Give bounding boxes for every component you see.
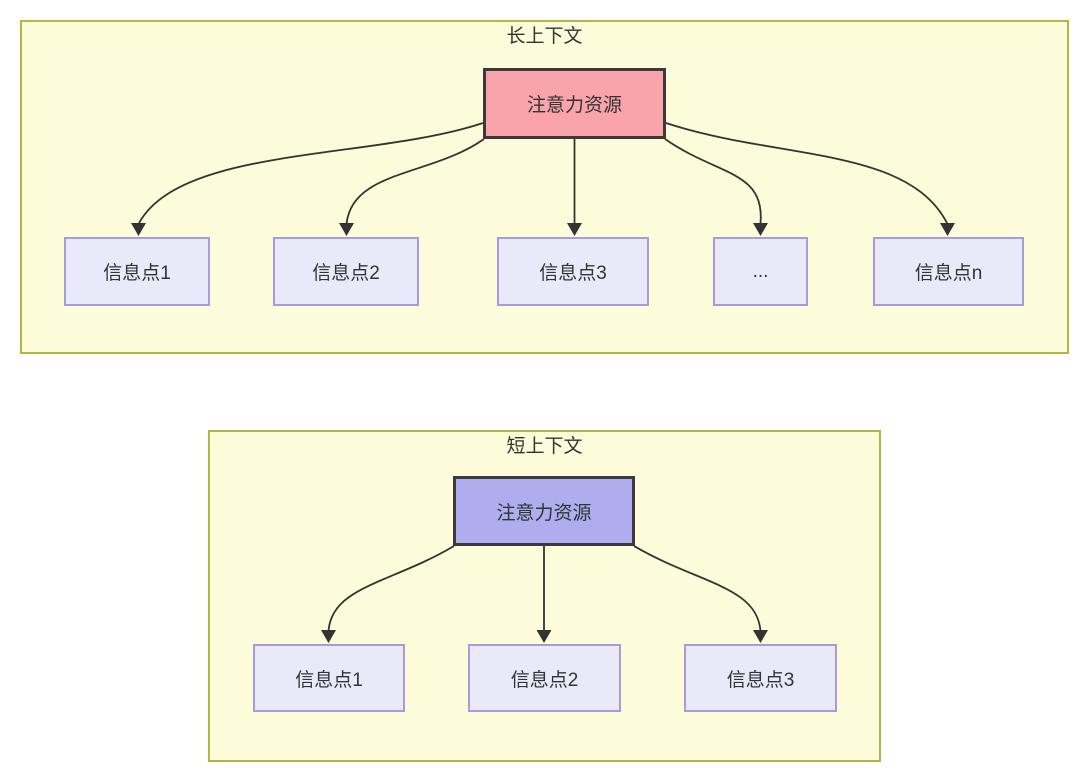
long-info-box-n-label: 信息点n	[914, 263, 983, 284]
short-info-box-1-label: 信息点1	[295, 669, 363, 691]
short-info-box-3: 信息点3	[684, 644, 837, 712]
short-info-box-3-label: 信息点3	[726, 669, 795, 691]
short-context-title: 短上下文	[506, 436, 583, 457]
short-info-box-2-label: 信息点2	[510, 669, 579, 691]
long-info-box-2-label: 信息点2	[312, 263, 380, 284]
long-info-box-2: 信息点2	[273, 237, 419, 306]
short-attention-resource-box: 注意力资源	[453, 476, 635, 546]
short-attention-resource-label: 注意力资源	[496, 502, 592, 524]
long-info-box-ellipsis-label: ...	[752, 260, 769, 282]
long-info-box-ellipsis: ...	[713, 237, 808, 306]
long-context-title: 长上下文	[506, 26, 583, 47]
long-info-box-n: 信息点n	[873, 237, 1024, 306]
short-info-box-2: 信息点2	[468, 644, 621, 712]
long-info-box-3-label: 信息点3	[539, 263, 607, 284]
long-info-box-3: 信息点3	[497, 237, 649, 306]
short-info-box-1: 信息点1	[253, 644, 405, 712]
long-info-box-1-label: 信息点1	[103, 263, 171, 284]
long-attention-resource-box: 注意力资源	[483, 68, 666, 139]
long-attention-resource-label: 注意力资源	[526, 95, 622, 116]
long-info-box-1: 信息点1	[64, 237, 210, 306]
